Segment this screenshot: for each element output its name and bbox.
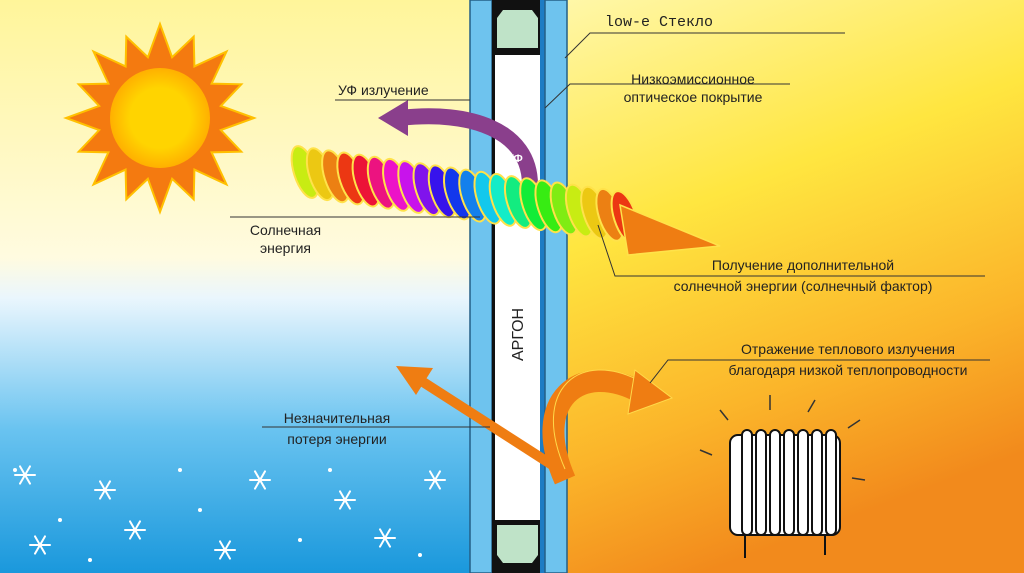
solar-arrow-head [619, 203, 721, 256]
snow-dot [58, 518, 62, 522]
radiator-icon [699, 395, 866, 558]
snow-dot [298, 538, 302, 542]
coating-label: Низкоэмиссионное оптическое покрытие [598, 70, 788, 106]
solar-gain-label: Получение дополнительной солнечной энерг… [618, 256, 988, 295]
snow-dot [418, 553, 422, 557]
snow-dot [178, 468, 182, 472]
radiator-fin [769, 429, 781, 536]
energy-loss-line1: Незначительная [283, 410, 391, 426]
leader-lines [230, 32, 990, 428]
snowflake-icon [334, 490, 356, 510]
radiator-fin [755, 429, 767, 536]
snowflake-icon [424, 470, 446, 490]
solar-energy-line1: Солнечная [249, 222, 322, 238]
radiator-fin [797, 429, 809, 536]
heat-reflection-line2: благодаря низкой теплопроводности [728, 362, 968, 378]
solar-spectrum-coil [290, 145, 640, 244]
snowflake-icon [14, 465, 36, 485]
snowflake-icon [124, 520, 146, 540]
coating-label-line1: Низкоэмиссионное [631, 71, 755, 87]
uv-radiation-label: УФ излучение [338, 82, 429, 98]
bottom-desiccant [497, 525, 538, 563]
snowflake-icon [29, 535, 51, 555]
glass-unit [469, 0, 568, 573]
coating-label-line2: оптическое покрытие [623, 89, 763, 105]
radiator-fin [783, 429, 795, 536]
snow-dot [198, 508, 202, 512]
energy-loss-label: Незначительная потеря энергии [262, 409, 412, 448]
solar-gain-line2: солнечной энергии (солнечный фактор) [673, 278, 933, 294]
snow-dot [88, 558, 92, 562]
snowflake-icon [214, 540, 236, 560]
solar-energy-line2: энергия [260, 240, 311, 256]
low-e-glass-label: low-e Стекло [605, 14, 714, 31]
radiator-fin [825, 429, 837, 536]
heat-reflection-line1: Отражение теплового излучения [741, 341, 955, 357]
argon-label: АРГОН [510, 307, 527, 361]
top-desiccant [497, 10, 538, 48]
snowflake-icon [374, 528, 396, 548]
inner-glass-pane [544, 0, 568, 573]
energy-loss-arrow [396, 366, 563, 475]
radiator-fin [811, 429, 823, 536]
sun-icon [63, 21, 257, 215]
low-e-coating [540, 0, 545, 573]
heat-reflection-label: Отражение теплового излучения благодаря … [688, 340, 1008, 379]
snowflakes [13, 465, 446, 562]
radiator-fin [741, 429, 753, 536]
solar-gain-line1: Получение дополнительной [711, 257, 895, 273]
snowflake-icon [249, 470, 271, 490]
outer-glass-pane [469, 0, 493, 573]
uv-arrow-label: УФ [507, 153, 523, 165]
outdoor-background [0, 0, 470, 573]
snowflake-icon [94, 480, 116, 500]
solar-energy-label: Солнечная энергия [228, 221, 343, 257]
snow-dot [13, 468, 17, 472]
heat-reflection-arrow [542, 369, 674, 485]
energy-loss-line2: потеря энергии [287, 431, 387, 447]
uv-arrow [378, 100, 538, 186]
snow-dot [328, 468, 332, 472]
